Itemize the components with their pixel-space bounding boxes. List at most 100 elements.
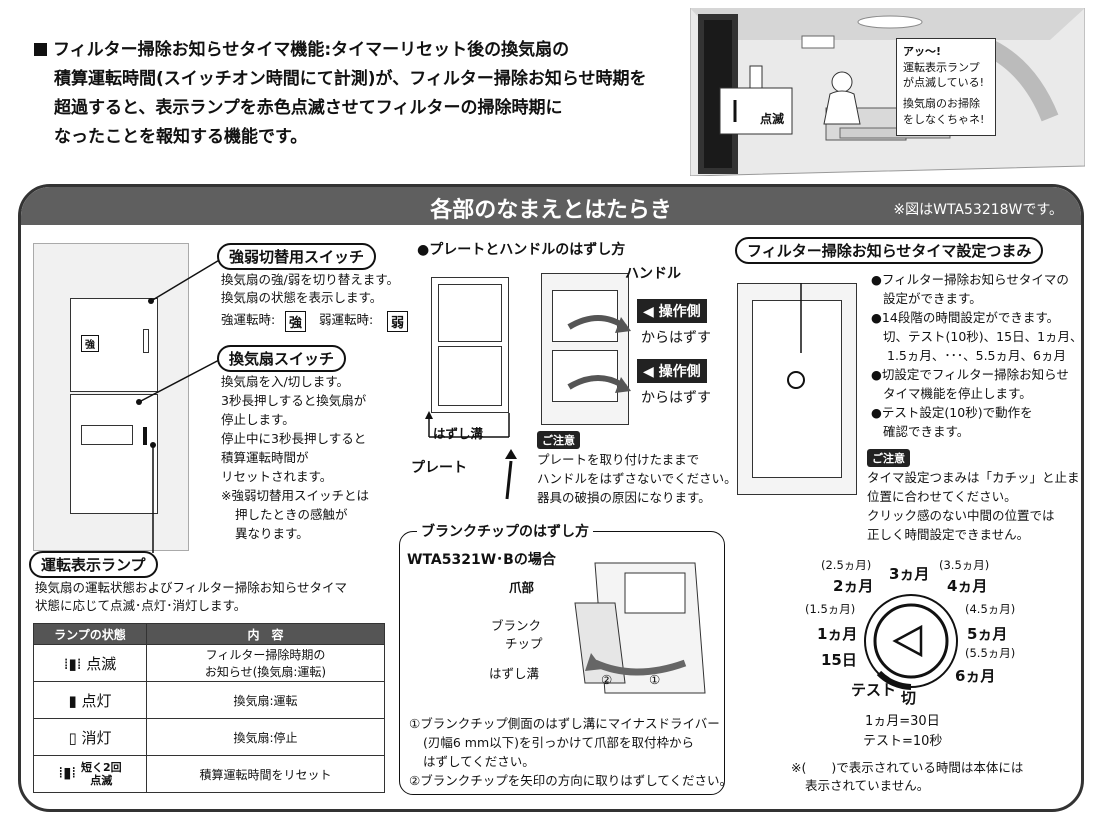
panel-banner xyxy=(21,187,1081,225)
dial-label: (5.5ヵ月) xyxy=(965,646,1016,660)
indicator-desc: 状態に応じて点滅･点灯･消灯します。 xyxy=(35,598,247,613)
plate-section-title: ●プレートとハンドルのはずし方 xyxy=(417,242,626,258)
fan-switch-note: 異なります。 xyxy=(235,526,309,541)
leader-lines xyxy=(136,258,222,553)
intro-text: フィルター掃除お知らせタイマ機能:タイマーリセット後の換気扇の 積算運転時間(ス… xyxy=(34,36,647,152)
arrow-left-icon: ◀ xyxy=(643,364,659,380)
strong-key: 強 xyxy=(285,311,307,332)
dial-label: 5ヵ月 xyxy=(967,625,1008,643)
lamp-state-text: 点滅 xyxy=(90,774,113,787)
off-lamp-icon: ▯ xyxy=(68,728,82,747)
op-side-sub: からはずす xyxy=(641,390,711,406)
plate-drawing xyxy=(431,277,509,413)
caution-text: ハンドルをはずさないでください。 xyxy=(537,471,737,486)
op-side-sub: からはずす xyxy=(641,330,711,346)
dial-label: 1ヵ月 xyxy=(817,625,858,643)
fan-switch-desc: リセットされます。 xyxy=(221,469,333,484)
lamp-state-cell: ▮ 点灯 xyxy=(33,681,147,719)
panel-title: 各部のなまえとはたらき xyxy=(430,198,672,223)
intro-line: なったことを報知する機能です。 xyxy=(54,127,308,147)
indicator-lamp-mark xyxy=(143,427,147,445)
blank-chip-title: ブランクチップのはずし方 xyxy=(417,521,593,541)
op-side-box: ◀ 操作側 xyxy=(637,359,707,383)
strong-mode-label: 強運転時: xyxy=(221,312,276,327)
indicator-desc: 換気扇の運転状態およびフィルター掃除お知らせタイマ xyxy=(35,580,348,595)
dial-label: 3ヵ月 xyxy=(889,565,930,583)
blink-label: 点滅 xyxy=(760,112,785,126)
timer-knob-bullet: ●切設定でフィルター掃除お知らせ xyxy=(871,367,1069,382)
speech-line: が点滅している! xyxy=(903,76,985,89)
caution-text: タイマ設定つまみは「カチッ」と止まる xyxy=(867,470,1084,485)
caution-text: クリック感のない中間の位置では xyxy=(867,508,1055,523)
blank-chip-note: ①ブランクチップ側面のはずし溝にマイナスドライバー xyxy=(409,716,720,731)
chip-label: ブランク xyxy=(491,618,542,633)
handle-label: ハンドル xyxy=(625,266,681,282)
intro-line: タイマーリセット後の換気扇の xyxy=(331,40,570,60)
lamp-content-text: お知らせ(換気扇:運転) xyxy=(204,665,327,679)
speech-line: 換気扇のお掃除 xyxy=(903,97,980,110)
dial-label: 2ヵ月 xyxy=(833,577,874,595)
step-marker: ① xyxy=(649,672,661,687)
lamp-state-text: 短く2回 xyxy=(80,761,122,774)
strong-weak-desc: 換気扇の状態を表示します。 xyxy=(221,290,383,305)
dial-note: 表示されていません。 xyxy=(805,778,930,793)
table-header: 内 容 xyxy=(146,623,385,645)
dial-label: テスト xyxy=(851,681,897,699)
double-blink-lamp-icon: ⁞▮⁞ xyxy=(58,763,81,782)
table-row: ▯ 消灯 換気扇:停止 xyxy=(33,718,385,756)
lamp-state-text: 点灯 xyxy=(81,691,112,710)
caution-text: 位置に合わせてください。 xyxy=(867,489,1017,504)
intro-heading: フィルター掃除お知らせタイマ機能: xyxy=(53,40,332,60)
speech-line: 運転表示ランプ xyxy=(903,61,980,74)
caution-badge: ご注意 xyxy=(537,431,580,449)
fan-switch-title: 換気扇スイッチ xyxy=(217,345,347,372)
blank-chip-model: WTA5321W･Bの場合 xyxy=(407,552,556,568)
fan-switch-desc: 積算運転時間が xyxy=(221,450,309,465)
knob-leader-line xyxy=(800,283,802,353)
plate-upper-face xyxy=(438,284,502,342)
table-row: ⁞▮⁞ 短く2回点滅 積算運転時間をリセット xyxy=(33,755,385,793)
groove-label: はずし溝 xyxy=(433,426,484,441)
timer-device-inner xyxy=(752,300,842,478)
timer-knob-mark xyxy=(787,371,805,389)
weak-key: 弱 xyxy=(387,311,409,332)
chip-groove-label: はずし溝 xyxy=(489,666,540,681)
lit-lamp-icon: ▮ xyxy=(68,691,82,710)
fan-switch-desc: 停止中に3秒長押しすると xyxy=(221,431,367,446)
claw-label: 爪部 xyxy=(509,580,535,595)
lamp-state-table: ランプの状態 内 容 ⁞▮⁞ 点滅 フィルター掃除時期のお知らせ(換気扇:運転)… xyxy=(33,623,385,793)
lamp-content-cell: 換気扇:停止 xyxy=(146,718,385,756)
dial-label: 切 xyxy=(901,689,917,707)
blank-chip-drawing xyxy=(574,562,706,694)
op-side-box: ◀ 操作側 xyxy=(637,299,707,323)
lamp-content-cell: 積算運転時間をリセット xyxy=(146,755,385,793)
dial-label: (1.5ヵ月) xyxy=(805,602,856,616)
dial-note: ※( )で表示されている時間は本体には xyxy=(791,760,1024,775)
chip-label: チップ xyxy=(505,636,543,651)
strong-mark: 強 xyxy=(81,335,99,352)
timer-knob-bullet: 確認できます。 xyxy=(883,424,970,439)
lamp-content-cell: 換気扇:運転 xyxy=(146,681,385,719)
square-bullet-icon xyxy=(34,43,47,56)
intro-line: 積算運転時間(スイッチオン時間にて計測)が、フィルター掃除お知らせ時期を xyxy=(54,69,647,89)
strong-weak-switch-title: 強弱切替用スイッチ xyxy=(217,243,377,270)
fan-switch-note: 押したときの感触が xyxy=(235,507,348,522)
fan-switch-face xyxy=(70,394,158,514)
plate-lower-face xyxy=(438,346,502,406)
lamp-window xyxy=(143,329,149,353)
op-side-label: 操作側 xyxy=(658,364,701,380)
arrow-left-icon: ◀ xyxy=(643,304,659,320)
table-row: ▮ 点灯 換気扇:運転 xyxy=(33,681,385,719)
table-header-row: ランプの状態 内 容 xyxy=(33,623,385,645)
dial-definition: テスト=10秒 xyxy=(863,734,943,749)
fan-switch-desc: 換気扇を入/切します。 xyxy=(221,374,349,389)
fan-switch-window xyxy=(81,425,133,445)
timer-knob-bullet: 設定ができます。 xyxy=(883,291,982,306)
intro-line: 超過すると、表示ランプを赤色点滅させてフィルターの掃除時期に xyxy=(54,98,563,118)
dial-label: (3.5ヵ月) xyxy=(939,558,990,572)
dial-label: 6ヵ月 xyxy=(955,667,996,685)
lamp-content-text: フィルター掃除時期の xyxy=(205,648,326,662)
lamp-state-cell: ▯ 消灯 xyxy=(33,718,147,756)
timer-knob-bullet: ●テスト設定(10秒)で動作を xyxy=(871,405,1033,420)
plate-removal-arrows xyxy=(425,411,517,500)
